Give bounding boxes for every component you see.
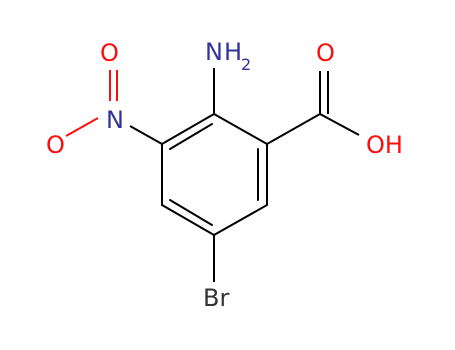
- bond-c6-nitro: [129, 125, 163, 145]
- benzene-ring: [161, 113, 268, 236]
- nitro-n-label: N: [106, 106, 124, 134]
- ring-inner-bond-c4-c5: [169, 199, 213, 226]
- ring-bond-c6-c1: [161, 113, 215, 145]
- ring-inner-bond-c6-c1: [169, 123, 213, 150]
- nitro-o-left-label: O: [46, 131, 65, 159]
- bromine-label: Br: [203, 284, 229, 312]
- bond-nitro-o-left: [65, 117, 99, 137]
- amine-subscript: 2: [241, 55, 251, 74]
- bond-carboxyl-oh: [319, 113, 360, 136]
- ring-bond-c1-c2: [213, 113, 268, 145]
- hydroxyl-label: OH: [366, 131, 403, 159]
- ring-bond-c4-c5: [161, 204, 215, 236]
- amine-h-label: H: [224, 38, 242, 66]
- carbonyl-o-label: O: [316, 39, 335, 67]
- nitro-o-top-label: O: [100, 39, 119, 67]
- amine-n-label: N: [205, 38, 223, 66]
- bond-c2-carboxyl: [266, 113, 321, 145]
- ring-bond-c3-c4: [213, 204, 268, 236]
